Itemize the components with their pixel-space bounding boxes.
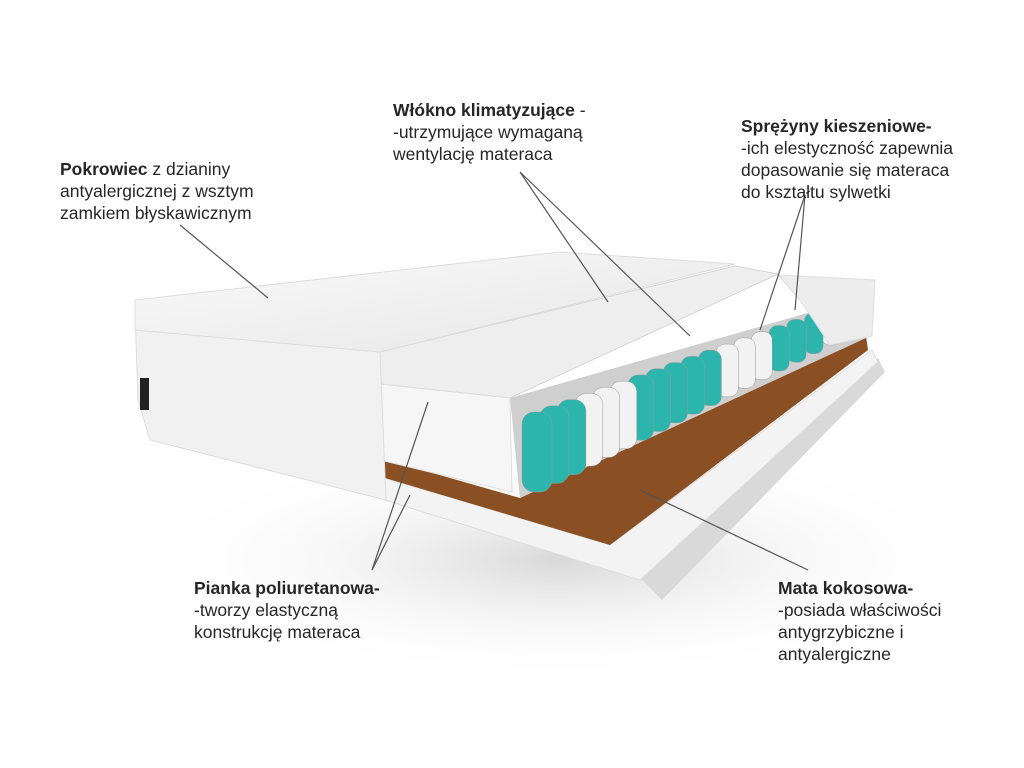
label-cover: Pokrowiec z dzianiny antyalergicznej z w… (60, 158, 254, 224)
label-fiber: Włókno klimatyzujące - -utrzymujące wyma… (393, 99, 586, 165)
label-text: dopasowanie się materaca (741, 160, 950, 180)
label-text: -utrzymujące wymaganą (393, 122, 583, 142)
label-title: Mata kokosowa- (778, 578, 914, 598)
label-text: antyalergicznej z wsztym (60, 181, 254, 201)
label-text: do kształtu sylwetki (741, 182, 891, 202)
label-text: zamkiem błyskawicznym (60, 203, 252, 223)
pocket-spring (786, 319, 807, 363)
label-text: antygrzybiczne i (778, 622, 904, 642)
label-text: -ich elestyczność zapewnia (741, 138, 954, 158)
label-text: z dzianiny (147, 159, 231, 179)
label-text: wentylację materaca (393, 144, 553, 164)
label-text: - (574, 100, 586, 120)
label-text: konstrukcję materaca (194, 622, 361, 642)
label-springs: Sprężyny kieszeniowe- -ich elestyczność … (741, 115, 953, 203)
label-title: Pianka poliuretanowa- (194, 578, 380, 598)
leader-lines (179, 171, 809, 571)
label-title: Pokrowiec (60, 159, 148, 179)
cover-top-quilted (134, 251, 736, 353)
coconut-mat-layer (380, 336, 868, 545)
label-text: -posiada właściwości (778, 600, 942, 620)
label-coconut: Mata kokosowa- -posiada właściwości anty… (778, 577, 941, 665)
pocket-springs (521, 306, 841, 493)
bottom-layer (640, 358, 885, 600)
label-text: -tworzy elastyczną (194, 600, 338, 620)
label-foam: Pianka poliuretanowa- -tworzy elastyczną… (194, 577, 380, 643)
label-text: antyalergiczne (778, 644, 891, 664)
brand-tag (140, 378, 149, 410)
pocket-spring (521, 411, 553, 493)
label-title: Sprężyny kieszeniowe- (741, 116, 932, 136)
label-title: Włókno klimatyzujące (393, 100, 575, 120)
floor-shadow (140, 440, 980, 680)
